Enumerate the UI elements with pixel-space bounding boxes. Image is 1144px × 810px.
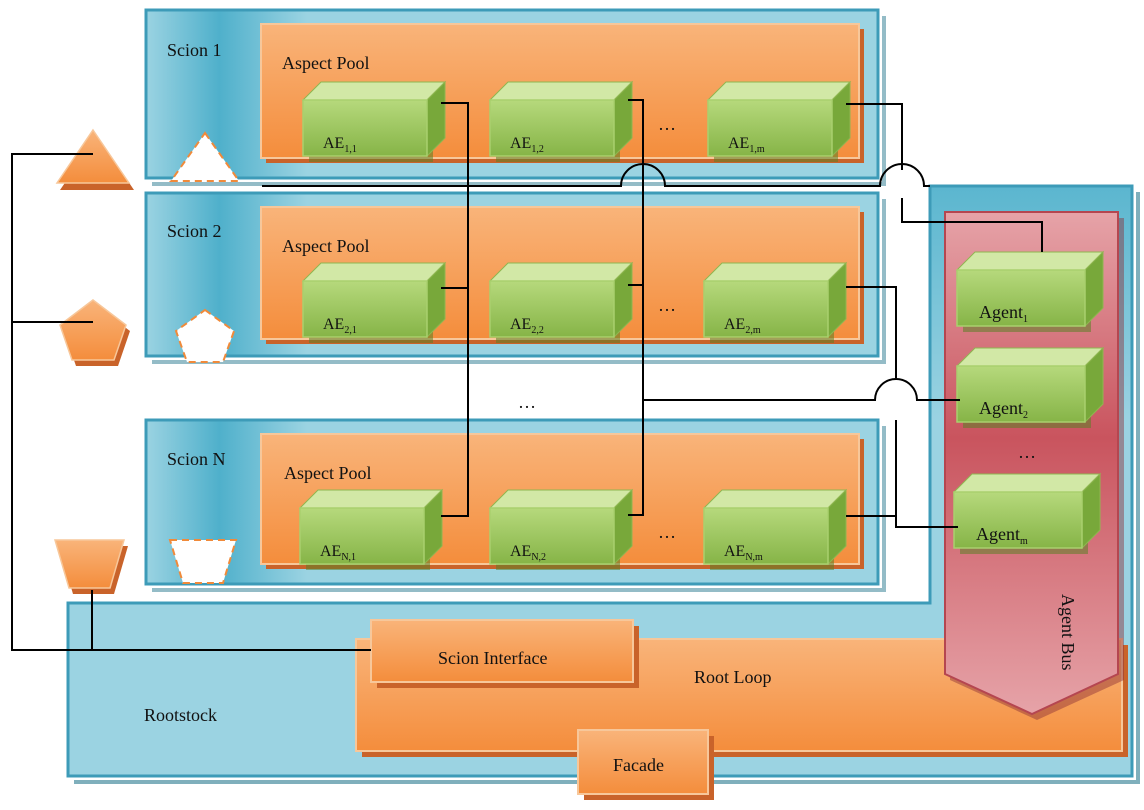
connector-bus-top xyxy=(262,163,930,187)
aspect-element-2-1-label: AE2,1 xyxy=(323,316,357,336)
aspect-element-2-3-label: AE2,m xyxy=(724,316,761,336)
aspect-element-3-3: AEN,m xyxy=(702,488,848,570)
aspect-element-2-2: AE2,2 xyxy=(488,261,634,343)
connector-shape-1 xyxy=(11,153,371,651)
rootstock-panel xyxy=(66,184,1134,778)
agent-bus xyxy=(944,211,1124,720)
aspect-pool-2-label: Aspect Pool xyxy=(282,236,370,256)
connector-column-2 xyxy=(628,99,644,516)
agent-m-label: Agentm xyxy=(976,524,1028,547)
aspect-element-3-2: AEN,2 xyxy=(488,488,634,570)
scion-n-trapezoid-shape xyxy=(54,539,128,594)
agent-m: Agentm xyxy=(952,472,1102,554)
aspect-element-1-3-label: AE1,m xyxy=(728,135,765,155)
aspect-element-1-2-label: AE1,2 xyxy=(510,135,544,155)
facade xyxy=(577,729,714,800)
scion-2-pentagon-slot xyxy=(174,308,236,363)
aspect-element-3-1-label: AEN,1 xyxy=(320,543,356,563)
aspect-pool-1-label: Aspect Pool xyxy=(282,53,370,73)
agent-2: Agent2 xyxy=(955,346,1105,428)
aspect-element-1-3: AE1,m xyxy=(706,80,852,162)
scion-n-trapezoid-slot xyxy=(168,539,238,584)
aspect-pool-n-label: Aspect Pool xyxy=(284,463,372,483)
ellipsis-pool-1: … xyxy=(658,114,676,134)
scion-2-pentagon-shape xyxy=(59,299,130,366)
connector-ae2m-agentm xyxy=(846,286,897,378)
facade-label: Facade xyxy=(613,755,664,775)
scion-n-label: Scion N xyxy=(167,449,226,469)
ellipsis-pool-n: … xyxy=(658,522,676,542)
agent-1-label: Agent1 xyxy=(979,302,1028,325)
agent-bus-label: Agent Bus xyxy=(1058,594,1078,671)
ellipsis-scions: … xyxy=(518,392,536,412)
scion-1-label: Scion 1 xyxy=(167,40,222,60)
ellipsis-agents: … xyxy=(1018,442,1036,462)
agent-2-label: Agent2 xyxy=(979,398,1028,421)
aspect-element-2-1: AE2,1 xyxy=(301,261,447,343)
connector-agent2 xyxy=(643,378,960,401)
aspect-element-3-1: AEN,1 xyxy=(298,488,444,570)
aspect-element-2-2-label: AE2,2 xyxy=(510,316,544,336)
connections xyxy=(11,99,1043,651)
scion-interface-label: Scion Interface xyxy=(438,648,547,668)
connector-ae1m-agent1 xyxy=(846,103,903,170)
aspect-element-2-3: AE2,m xyxy=(702,261,848,343)
agent-1: Agent1 xyxy=(955,250,1105,332)
scion-interface xyxy=(370,619,639,688)
root-loop-label: Root Loop xyxy=(694,667,772,687)
aspect-element-1-1-label: AE1,1 xyxy=(323,135,357,155)
aspect-element-1-2: AE1,2 xyxy=(488,80,634,162)
scion-1-triangle-shape xyxy=(55,128,134,190)
connector-aenm-agentm xyxy=(846,515,958,528)
connector-column-1 xyxy=(441,102,469,517)
rootstock-label: Rootstock xyxy=(144,705,217,725)
scion-2-label: Scion 2 xyxy=(167,221,222,241)
ellipsis-pool-2: … xyxy=(658,295,676,315)
aspect-element-3-3-label: AEN,m xyxy=(724,543,763,563)
aspect-element-1-1: AE1,1 xyxy=(301,80,447,162)
aspect-element-3-2-label: AEN,2 xyxy=(510,543,546,563)
scion-1-triangle-slot xyxy=(169,131,241,182)
